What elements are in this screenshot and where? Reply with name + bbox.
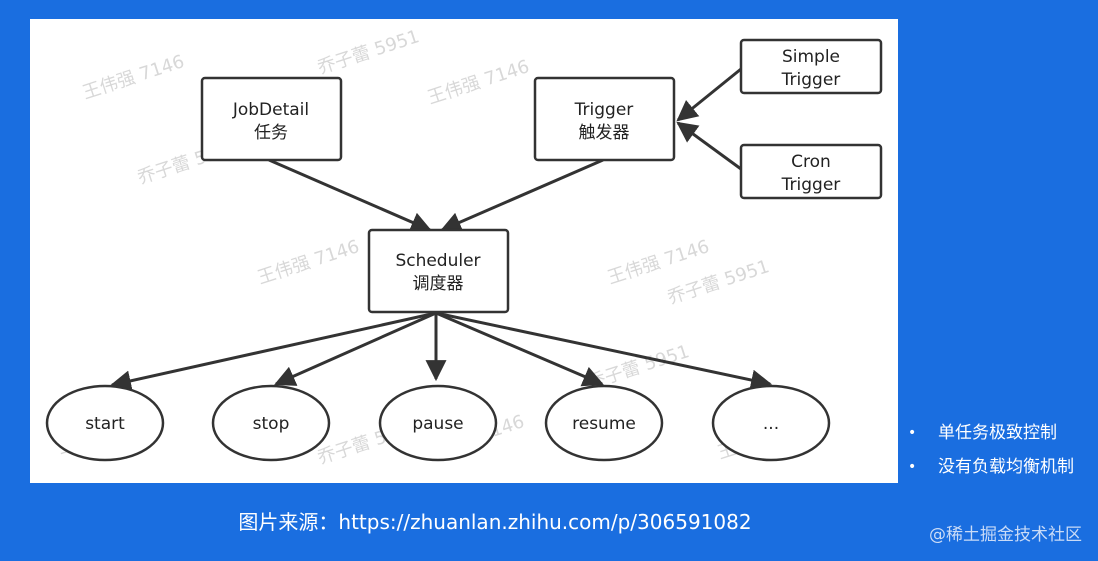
node-op-start-label: start [85,414,125,434]
node-simple-trigger: Simple Trigger [739,38,883,95]
watermark-text: 王伟强 7146 [425,56,532,109]
watermark-text: 王伟强 7146 [80,51,187,104]
node-jobdetail-sublabel: 任务 [254,123,288,143]
node-op-stop-label: stop [253,414,290,434]
node-scheduler-sublabel: 调度器 [413,274,464,294]
node-op-pause-oval [378,384,498,462]
node-simple-trigger-label: Simple [782,47,840,67]
node-jobdetail: JobDetail 任务 [200,76,343,162]
node-cron-trigger: Cron Trigger [739,143,883,200]
feature-bullet-list: • 单任务极致控制 • 没有负载均衡机制 [908,420,1074,488]
node-op-pause: pause [378,384,498,462]
watermark-text: 乔子蕾 5951 [315,26,422,79]
bullet-dot-icon: • [908,425,917,441]
node-simple-trigger-box [739,38,883,95]
node-trigger-sublabel: 触发器 [579,123,630,143]
node-op-start-oval [45,384,165,462]
node-op-more-label: ... [763,414,779,434]
edge-trigger-to-scheduler [440,158,604,233]
node-op-pause-label: pause [412,414,463,434]
node-op-more: ... [711,384,831,462]
image-source-caption: 图片来源：https://zhuanlan.zhihu.com/p/306591… [238,510,752,534]
platform-watermark: @稀土掘金技术社区 [929,525,1082,545]
node-jobdetail-box [200,76,343,162]
edge-jobdetail-to-scheduler [268,158,432,233]
bullet-dot-icon: • [908,459,917,475]
edge-scheduler-to-stop [274,311,437,386]
node-op-resume: resume [544,384,664,462]
bullet-text: 单任务极致控制 [938,423,1057,443]
edge-scheduler-to-resume [435,311,604,387]
node-trigger: Trigger 触发器 [533,76,676,162]
node-scheduler-box [367,228,510,314]
node-op-more-oval [711,384,831,462]
node-cron-trigger-box [739,143,883,200]
diagram-panel: 王伟强 7146 王伟强 7146 乔子蕾 5951 乔子蕾 5951 王伟强 … [30,19,898,483]
edge-simple-trigger-to-trigger [676,67,742,122]
node-op-resume-oval [544,384,664,462]
node-cron-trigger-label: Cron [791,152,831,172]
node-scheduler: Scheduler 调度器 [367,228,510,314]
node-cron-trigger-sublabel: Trigger [781,175,841,195]
bullet-item: • 单任务极致控制 [908,420,1074,454]
node-op-resume-label: resume [572,414,636,434]
bullet-item: • 没有负载均衡机制 [908,454,1074,488]
node-scheduler-label: Scheduler [395,251,480,271]
edges [109,67,773,392]
node-jobdetail-label: JobDetail [232,100,309,120]
bullet-text: 没有负载均衡机制 [938,457,1074,477]
node-trigger-label: Trigger [574,100,634,120]
node-op-stop-oval [211,384,331,462]
edge-cron-trigger-to-trigger [676,121,742,171]
edge-scheduler-to-more [435,311,773,391]
node-trigger-box [533,76,676,162]
watermark-text: 王伟强 7146 [255,236,362,289]
node-simple-trigger-sublabel: Trigger [781,70,841,90]
node-op-start: start [45,384,165,462]
quartz-scheduler-diagram: 王伟强 7146 王伟强 7146 乔子蕾 5951 乔子蕾 5951 王伟强 … [45,26,883,469]
edge-scheduler-to-start [109,311,437,392]
node-op-stop: stop [211,384,331,462]
